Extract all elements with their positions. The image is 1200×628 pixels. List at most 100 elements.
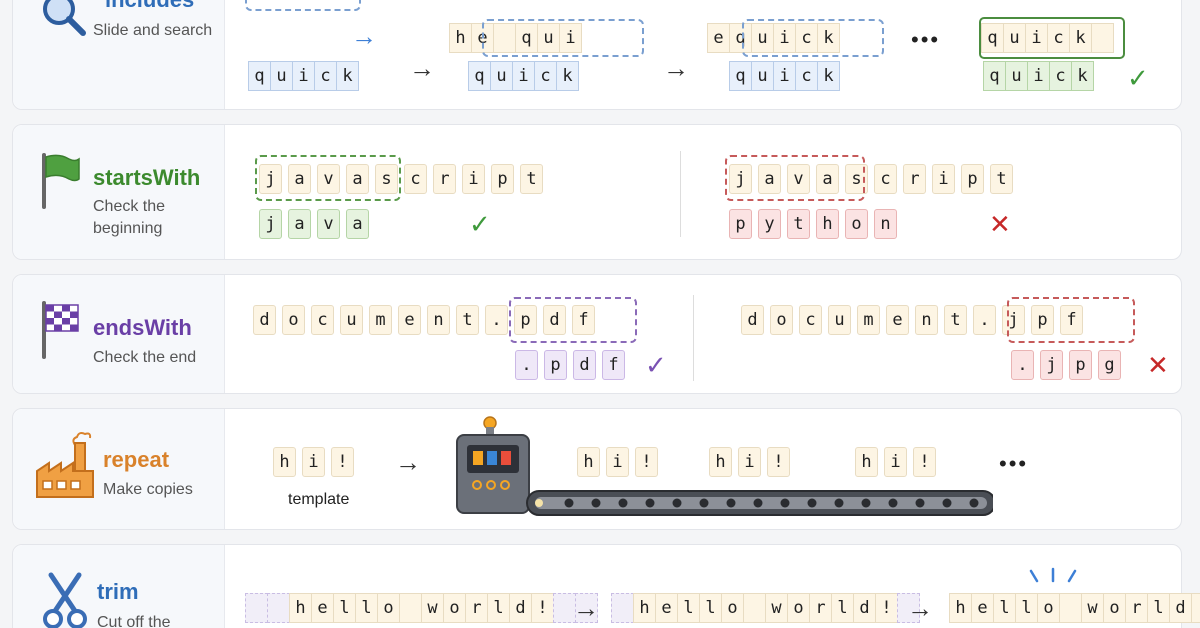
- char-tile: q: [729, 23, 752, 53]
- suffix-highlight: [509, 297, 637, 343]
- char-tile: h: [949, 593, 972, 623]
- prefix-highlight-bad: [725, 155, 865, 201]
- char-tile: s: [845, 164, 868, 194]
- trim-title: trim: [97, 579, 139, 604]
- conveyor-roller: [645, 498, 655, 508]
- char-tile: t: [787, 209, 810, 239]
- char-tile: c: [534, 61, 557, 91]
- char-tile: h: [855, 447, 878, 477]
- char-tile: l: [333, 593, 356, 623]
- char-tile: p: [491, 164, 514, 194]
- char-tile: d: [573, 350, 596, 380]
- cross-icon: ✕: [1147, 350, 1169, 380]
- char-tile: y: [758, 209, 781, 239]
- char-tile: l: [1015, 593, 1038, 623]
- char-tile: i: [738, 447, 761, 477]
- conveyor-roller: [888, 498, 898, 508]
- includes-label-panel: includes Slide and search: [13, 0, 225, 109]
- char-tile: h: [289, 593, 312, 623]
- char-tile: d: [741, 305, 764, 335]
- factory-icon: [36, 432, 94, 498]
- checkered-flag-icon: [42, 301, 79, 359]
- char-tile: o: [787, 593, 810, 623]
- char-tile: o: [282, 305, 305, 335]
- char-tile: w: [765, 593, 788, 623]
- char-tile: a: [758, 164, 781, 194]
- char-tile: o: [377, 593, 400, 623]
- char-tile: g: [1098, 350, 1121, 380]
- char-tile: i: [606, 447, 629, 477]
- whitespace-tile: [897, 593, 920, 623]
- scissors-icon: [43, 572, 87, 628]
- conveyor-roller: [618, 498, 628, 508]
- char-tile: p: [514, 305, 537, 335]
- char-tile: a: [816, 164, 839, 194]
- conveyor-roller: [753, 498, 763, 508]
- char-tile: v: [317, 164, 340, 194]
- conveyor-roller: [564, 498, 574, 508]
- char-tile: o: [1103, 593, 1126, 623]
- includes-title: includes: [105, 0, 194, 13]
- check-icon: ✓: [469, 209, 491, 239]
- conveyor-roller: [969, 498, 979, 508]
- char-tile: h: [577, 447, 600, 477]
- char-tile: u: [1005, 61, 1028, 91]
- char-tile: a: [288, 209, 311, 239]
- char-tile: .: [515, 350, 538, 380]
- conveyor-roller: [780, 498, 790, 508]
- char-tile: i: [559, 23, 582, 53]
- repeat-desc: Make copies: [103, 481, 193, 498]
- char-tile: t: [944, 305, 967, 335]
- trim-label-panel: trim Cut off the: [13, 545, 225, 628]
- char-tile: e: [886, 305, 909, 335]
- char-tile: c: [799, 305, 822, 335]
- char-tile: v: [787, 164, 810, 194]
- char-tile: u: [270, 61, 293, 91]
- suffix-highlight-bad: [1007, 297, 1135, 343]
- char-tile: m: [857, 305, 880, 335]
- char-tile: u: [340, 305, 363, 335]
- char-tile: u: [828, 305, 851, 335]
- char-tile: c: [874, 164, 897, 194]
- char-tile: !: [331, 447, 354, 477]
- char-tile: d: [253, 305, 276, 335]
- check-icon: ✓: [645, 350, 667, 380]
- char-tile: h: [709, 447, 732, 477]
- char-tile: u: [751, 61, 774, 91]
- conveyor-roller: [834, 498, 844, 508]
- conveyor-roller: [861, 498, 871, 508]
- window-highlight: [482, 19, 644, 57]
- char-tile: l: [831, 593, 854, 623]
- char-tile: c: [795, 61, 818, 91]
- char-tile: e: [655, 593, 678, 623]
- char-tile: !: [875, 593, 898, 623]
- char-tile: o: [443, 593, 466, 623]
- startswith-label-panel: startsWith Check the beginning: [13, 125, 225, 259]
- char-tile: r: [809, 593, 832, 623]
- char-tile: l: [487, 593, 510, 623]
- char-tile: c: [1049, 61, 1072, 91]
- char-tile: !: [635, 447, 658, 477]
- char-tile: k: [1069, 23, 1092, 53]
- char-tile: .: [973, 305, 996, 335]
- match-highlight: [979, 17, 1125, 59]
- arrow: →: [409, 53, 435, 83]
- endswith-label-panel: endsWith Check the end: [13, 275, 225, 393]
- char-tile: a: [346, 164, 369, 194]
- char-tile: q: [248, 61, 271, 91]
- endswith-desc: Check the end: [93, 349, 197, 366]
- char-tile: f: [572, 305, 595, 335]
- char-tile: h: [633, 593, 656, 623]
- char-tile: r: [433, 164, 456, 194]
- char-tile: c: [314, 61, 337, 91]
- top-window-hint: [245, 0, 361, 11]
